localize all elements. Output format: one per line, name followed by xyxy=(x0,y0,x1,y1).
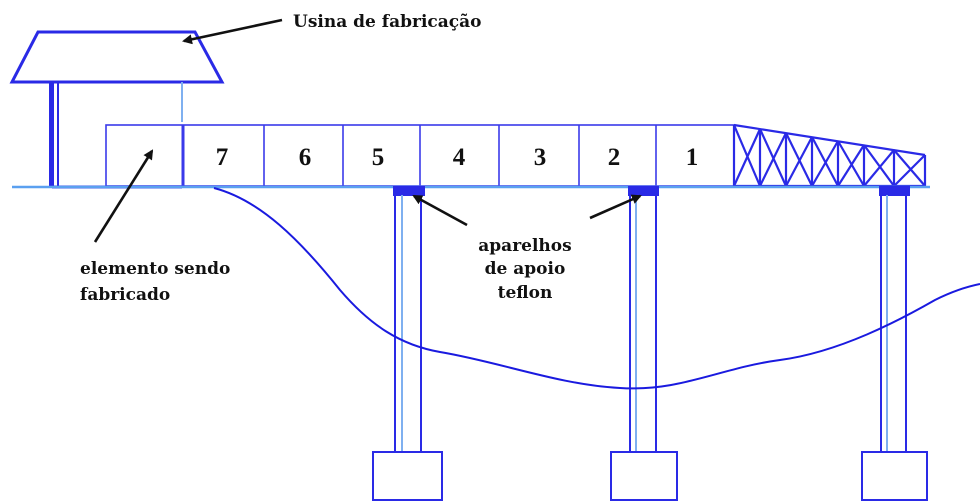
segment-numbers: 7 6 5 4 3 2 1 xyxy=(216,144,699,171)
label-usina: Usina de fabricação xyxy=(293,12,481,32)
segment-number: 3 xyxy=(534,144,547,171)
nose-diagonal xyxy=(893,154,926,187)
segment-number: 6 xyxy=(299,144,312,171)
arrow-aparelhos-left xyxy=(412,194,468,227)
label-aparelhos-line3: teflon xyxy=(498,283,553,303)
bearing-pad xyxy=(393,186,425,196)
segment-number: 1 xyxy=(686,144,699,171)
nose-diagonal xyxy=(837,144,865,187)
piers xyxy=(372,186,928,501)
pier-footing xyxy=(372,451,443,501)
nose-diagonal xyxy=(785,136,813,187)
label-aparelhos-line1: aparelhos xyxy=(478,236,571,256)
arrow-aparelhos-right xyxy=(589,194,642,220)
nose-diagonal xyxy=(863,144,895,187)
bearing-pad xyxy=(628,186,659,196)
bridge-deck xyxy=(105,124,735,187)
nose-diagonal xyxy=(893,149,926,187)
nose-diagonal xyxy=(863,149,895,187)
nose-diagonal xyxy=(811,140,839,187)
nose-diagonal xyxy=(732,128,762,187)
pier-footing xyxy=(610,451,678,501)
ground-profile xyxy=(213,187,980,390)
launching-nose-truss xyxy=(732,123,927,188)
nose-diagonal xyxy=(759,132,787,187)
annotation-arrows xyxy=(93,18,642,243)
segment-number: 5 xyxy=(372,144,385,171)
pier xyxy=(610,186,678,501)
pier xyxy=(372,186,443,501)
bearing-pad xyxy=(879,186,910,196)
label-aparelhos-line2: de apoio xyxy=(485,259,566,279)
segment-number: 4 xyxy=(453,144,466,171)
label-elemento-line1: elemento sendo xyxy=(80,259,230,279)
segment-number: 7 xyxy=(216,144,229,171)
pier xyxy=(861,186,928,501)
segment-number: 2 xyxy=(608,144,621,171)
nose-top-chord xyxy=(733,123,926,157)
pier-footing xyxy=(861,451,928,501)
fabrication-plant xyxy=(9,30,225,189)
arrow-usina xyxy=(182,18,283,45)
plant-roof xyxy=(9,30,225,84)
arrow-elemento xyxy=(93,149,154,243)
label-elemento-line2: fabricado xyxy=(80,285,170,305)
